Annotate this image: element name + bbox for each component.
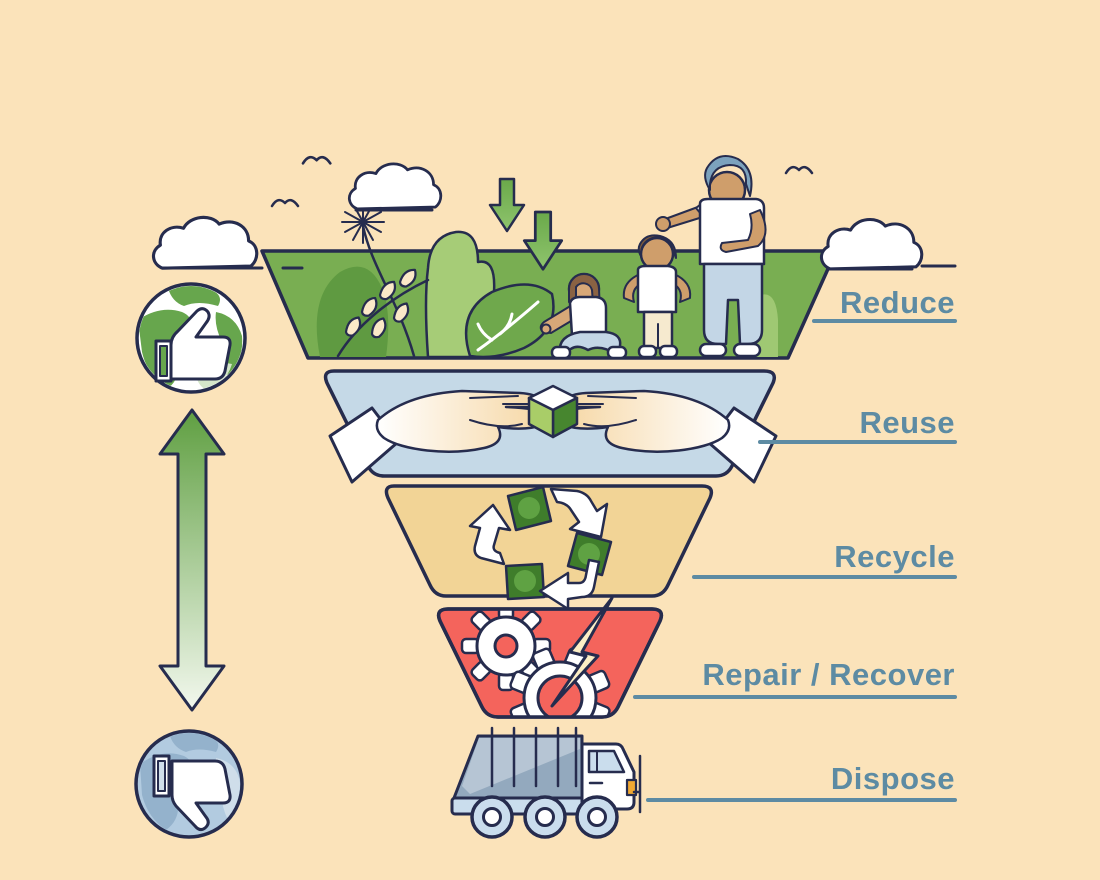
cloud-icon <box>151 215 304 270</box>
garbage-truck-icon <box>450 726 642 839</box>
giving-hands-cube-icon <box>328 384 778 484</box>
nature-people-scene-icon <box>316 155 778 358</box>
tier-recycle-shape <box>384 484 714 598</box>
tier-label-reduce: Reduce <box>840 285 955 320</box>
bush-shape <box>316 266 389 357</box>
boy-figure <box>622 234 692 358</box>
cloud-icon <box>347 162 443 212</box>
tier-label-recycle: Recycle <box>834 539 955 574</box>
leaf-branch-icon <box>336 266 430 358</box>
tier-label-repair-recover: Repair / Recover <box>702 657 955 692</box>
man-figure <box>655 155 767 358</box>
tier-repair-outline <box>436 607 664 719</box>
cloud-icon <box>819 217 957 271</box>
recycling-arrows-icon <box>468 485 613 611</box>
green-cube-icon <box>527 384 579 439</box>
globe-thumbs-down-icon <box>134 729 244 839</box>
label-underline-reuse <box>758 440 957 444</box>
label-underline-dispose <box>646 798 957 802</box>
label-underline-reduce <box>812 319 957 323</box>
leaf-icon <box>464 283 555 358</box>
tier-label-reuse: Reuse <box>859 405 955 440</box>
globe-thumbs-up-icon <box>135 282 247 394</box>
label-underline-repair-recover <box>633 695 957 699</box>
sitting-girl-figure <box>539 272 628 358</box>
label-underline-recycle <box>692 575 957 579</box>
lightning-bolt-icon <box>550 596 614 708</box>
tier-label-dispose: Dispose <box>830 761 955 796</box>
double-headed-vertical-arrow-icon <box>158 408 226 712</box>
